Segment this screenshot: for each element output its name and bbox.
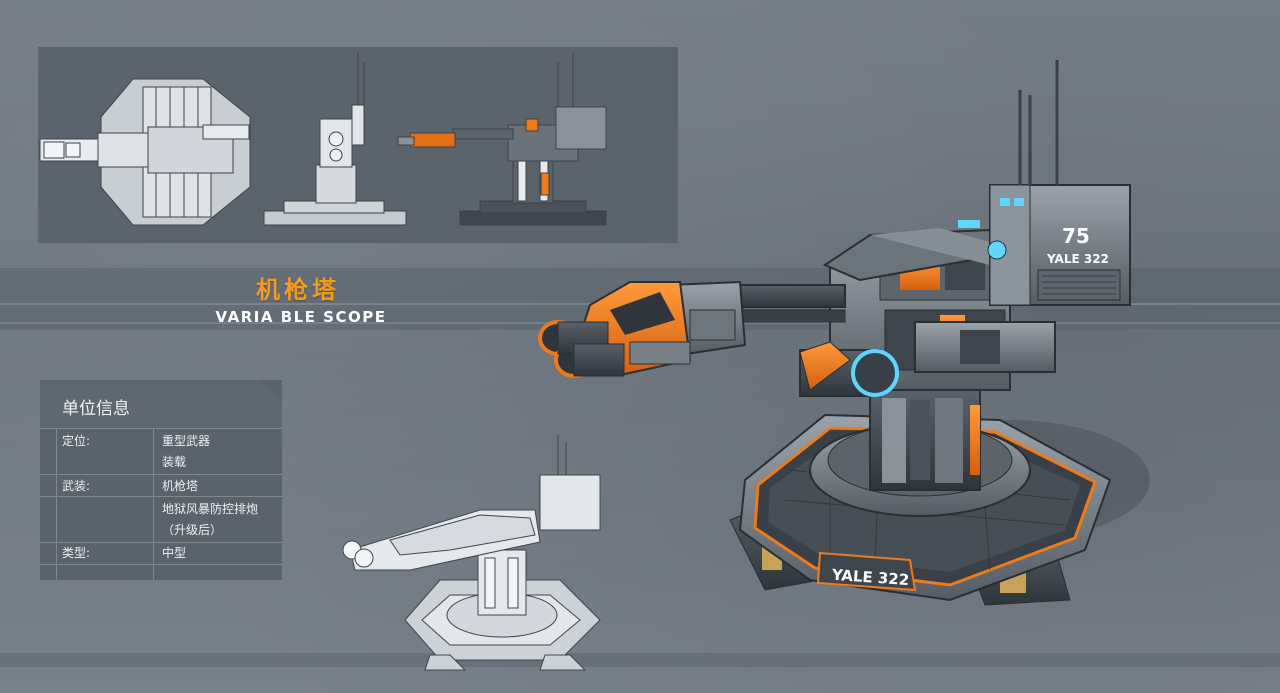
unit-info-title: 单位信息 [62, 399, 130, 419]
row-value: 重型武器 [162, 434, 211, 448]
top-view-drawing [39, 52, 607, 226]
unit-info-panel: 单位信息 定位: 重型武器 装载 武装: 机枪塔 地狱风暴防控排炮 （升级后） … [40, 380, 282, 580]
bottom-band [0, 653, 1280, 667]
table-row [40, 496, 282, 543]
page-title: 机枪塔 [256, 276, 340, 304]
table-divider [153, 428, 154, 580]
tower-label: YALE 322 [1046, 252, 1109, 266]
turret-render: YALE 322 75 YALE 322 [538, 60, 1150, 606]
row-value: （升级后） [162, 523, 223, 537]
turret-lineart-sketch [342, 435, 601, 671]
table-divider [56, 428, 57, 580]
tower-number: 75 [1062, 224, 1090, 248]
table-row [40, 564, 282, 581]
unit-info-header [40, 380, 282, 428]
row-label: 定位: [62, 434, 91, 448]
row-value: 中型 [162, 546, 187, 560]
row-value: 地狱风暴防控排炮 [162, 502, 259, 516]
row-value: 装载 [162, 455, 187, 469]
row-label: 类型: [62, 546, 91, 560]
row-value: 机枪塔 [162, 479, 199, 493]
table-row [40, 542, 282, 565]
page-subtitle: VARIA BLE SCOPE [215, 308, 387, 326]
row-label: 武装: [62, 479, 91, 493]
blueprint-panel [38, 47, 678, 243]
table-row [40, 428, 282, 475]
table-row [40, 474, 282, 497]
base-label: YALE 322 [830, 566, 909, 589]
